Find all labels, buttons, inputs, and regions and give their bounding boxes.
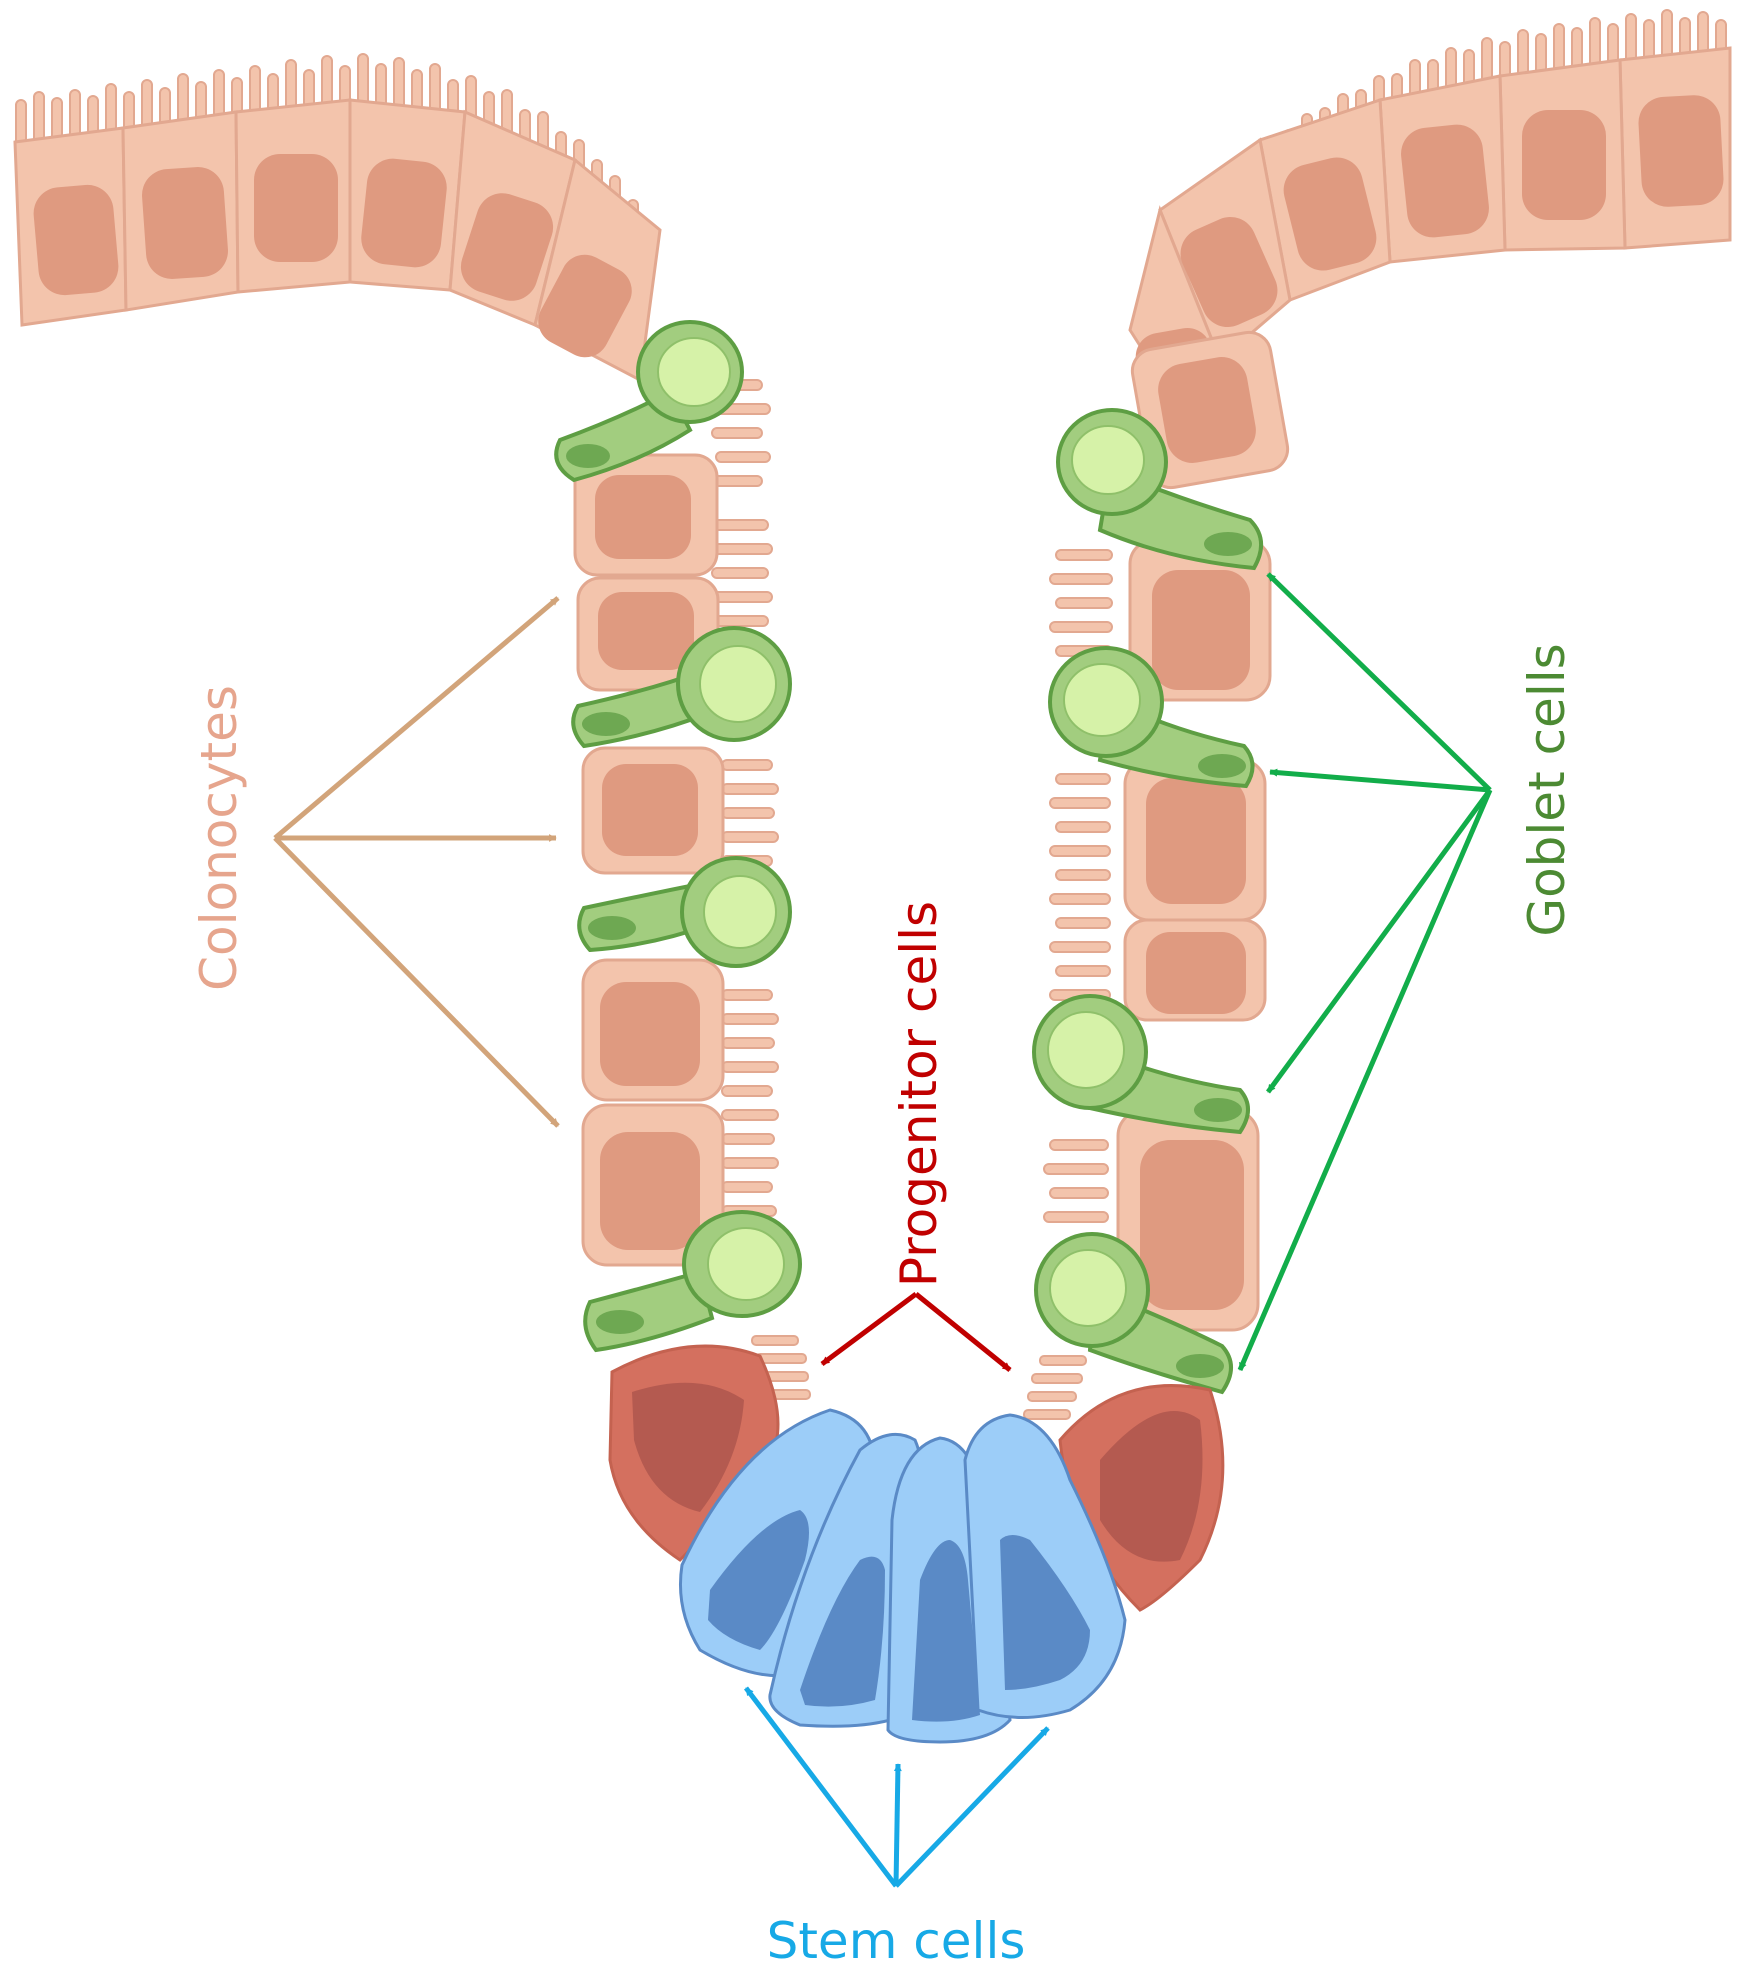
left-goblet-cells (554, 320, 802, 1353)
stem-arrows (744, 1686, 1050, 1888)
top-left-epithelium (13, 53, 662, 383)
right-crypt-wall (1032, 330, 1290, 1395)
stem-cells-label: Stem cells (767, 1912, 1026, 1970)
progenitor-cells-label: Progenitor cells (890, 901, 948, 1287)
colonocytes-label: Colonocytes (190, 685, 248, 991)
goblet-arrows (1237, 572, 1493, 1371)
colonocyte-arrows (273, 596, 560, 1128)
stem-cell-4 (963, 1413, 1127, 1719)
left-crypt-wall (554, 320, 802, 1353)
goblet-cells-label: Goblet cells (1518, 643, 1576, 936)
progenitor-arrows (820, 1291, 1012, 1372)
right-goblet-cells (1032, 408, 1263, 1395)
stem-cells (678, 1408, 1127, 1744)
